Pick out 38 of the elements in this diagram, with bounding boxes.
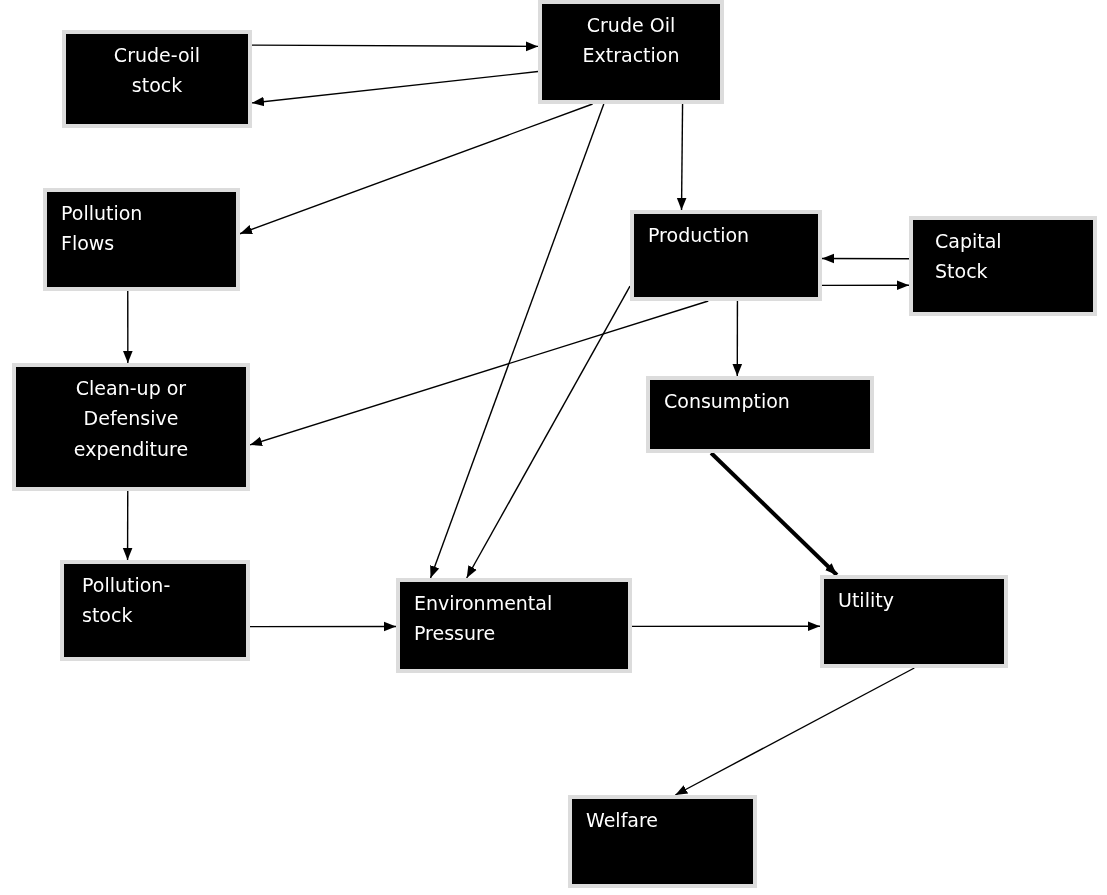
arrow [821, 253, 910, 264]
arrow [631, 621, 821, 632]
process-box [396, 578, 632, 673]
box-label: Production [648, 223, 751, 248]
box-label: Clean-up or Defensive expenditure [72, 376, 190, 462]
arrow [821, 280, 910, 290]
process-box [820, 575, 1008, 668]
box-label: Crude Oil Extraction [581, 13, 681, 69]
box-label: Environmental Pressure [414, 591, 554, 647]
arrow [249, 300, 709, 446]
process-box [43, 188, 240, 291]
arrow [123, 290, 133, 364]
arrow [251, 70, 539, 107]
process-box [62, 30, 252, 128]
box-label: Pollution-stock [82, 573, 172, 629]
arrow [466, 285, 631, 579]
arrow [732, 300, 743, 377]
process-box [568, 795, 757, 888]
arrow [676, 103, 687, 211]
box-label: Welfare [586, 808, 660, 833]
arrow [249, 621, 397, 632]
process-box [630, 210, 822, 301]
process-box [909, 216, 1097, 316]
box-label: Capital Stock [935, 229, 1003, 285]
arrow [251, 41, 539, 52]
process-box [12, 363, 250, 491]
box-label: Pollution Flows [61, 201, 144, 257]
arrow [122, 490, 133, 561]
box-label: Consumption [664, 389, 791, 414]
process-box [646, 376, 874, 453]
arrow [674, 667, 915, 796]
box-label: Utility [838, 588, 895, 613]
arrow [239, 103, 594, 235]
arrow [429, 103, 605, 579]
process-box [538, 0, 724, 104]
arrow [709, 451, 839, 577]
process-box [60, 560, 250, 661]
box-label: Crude-oil stock [112, 43, 202, 99]
